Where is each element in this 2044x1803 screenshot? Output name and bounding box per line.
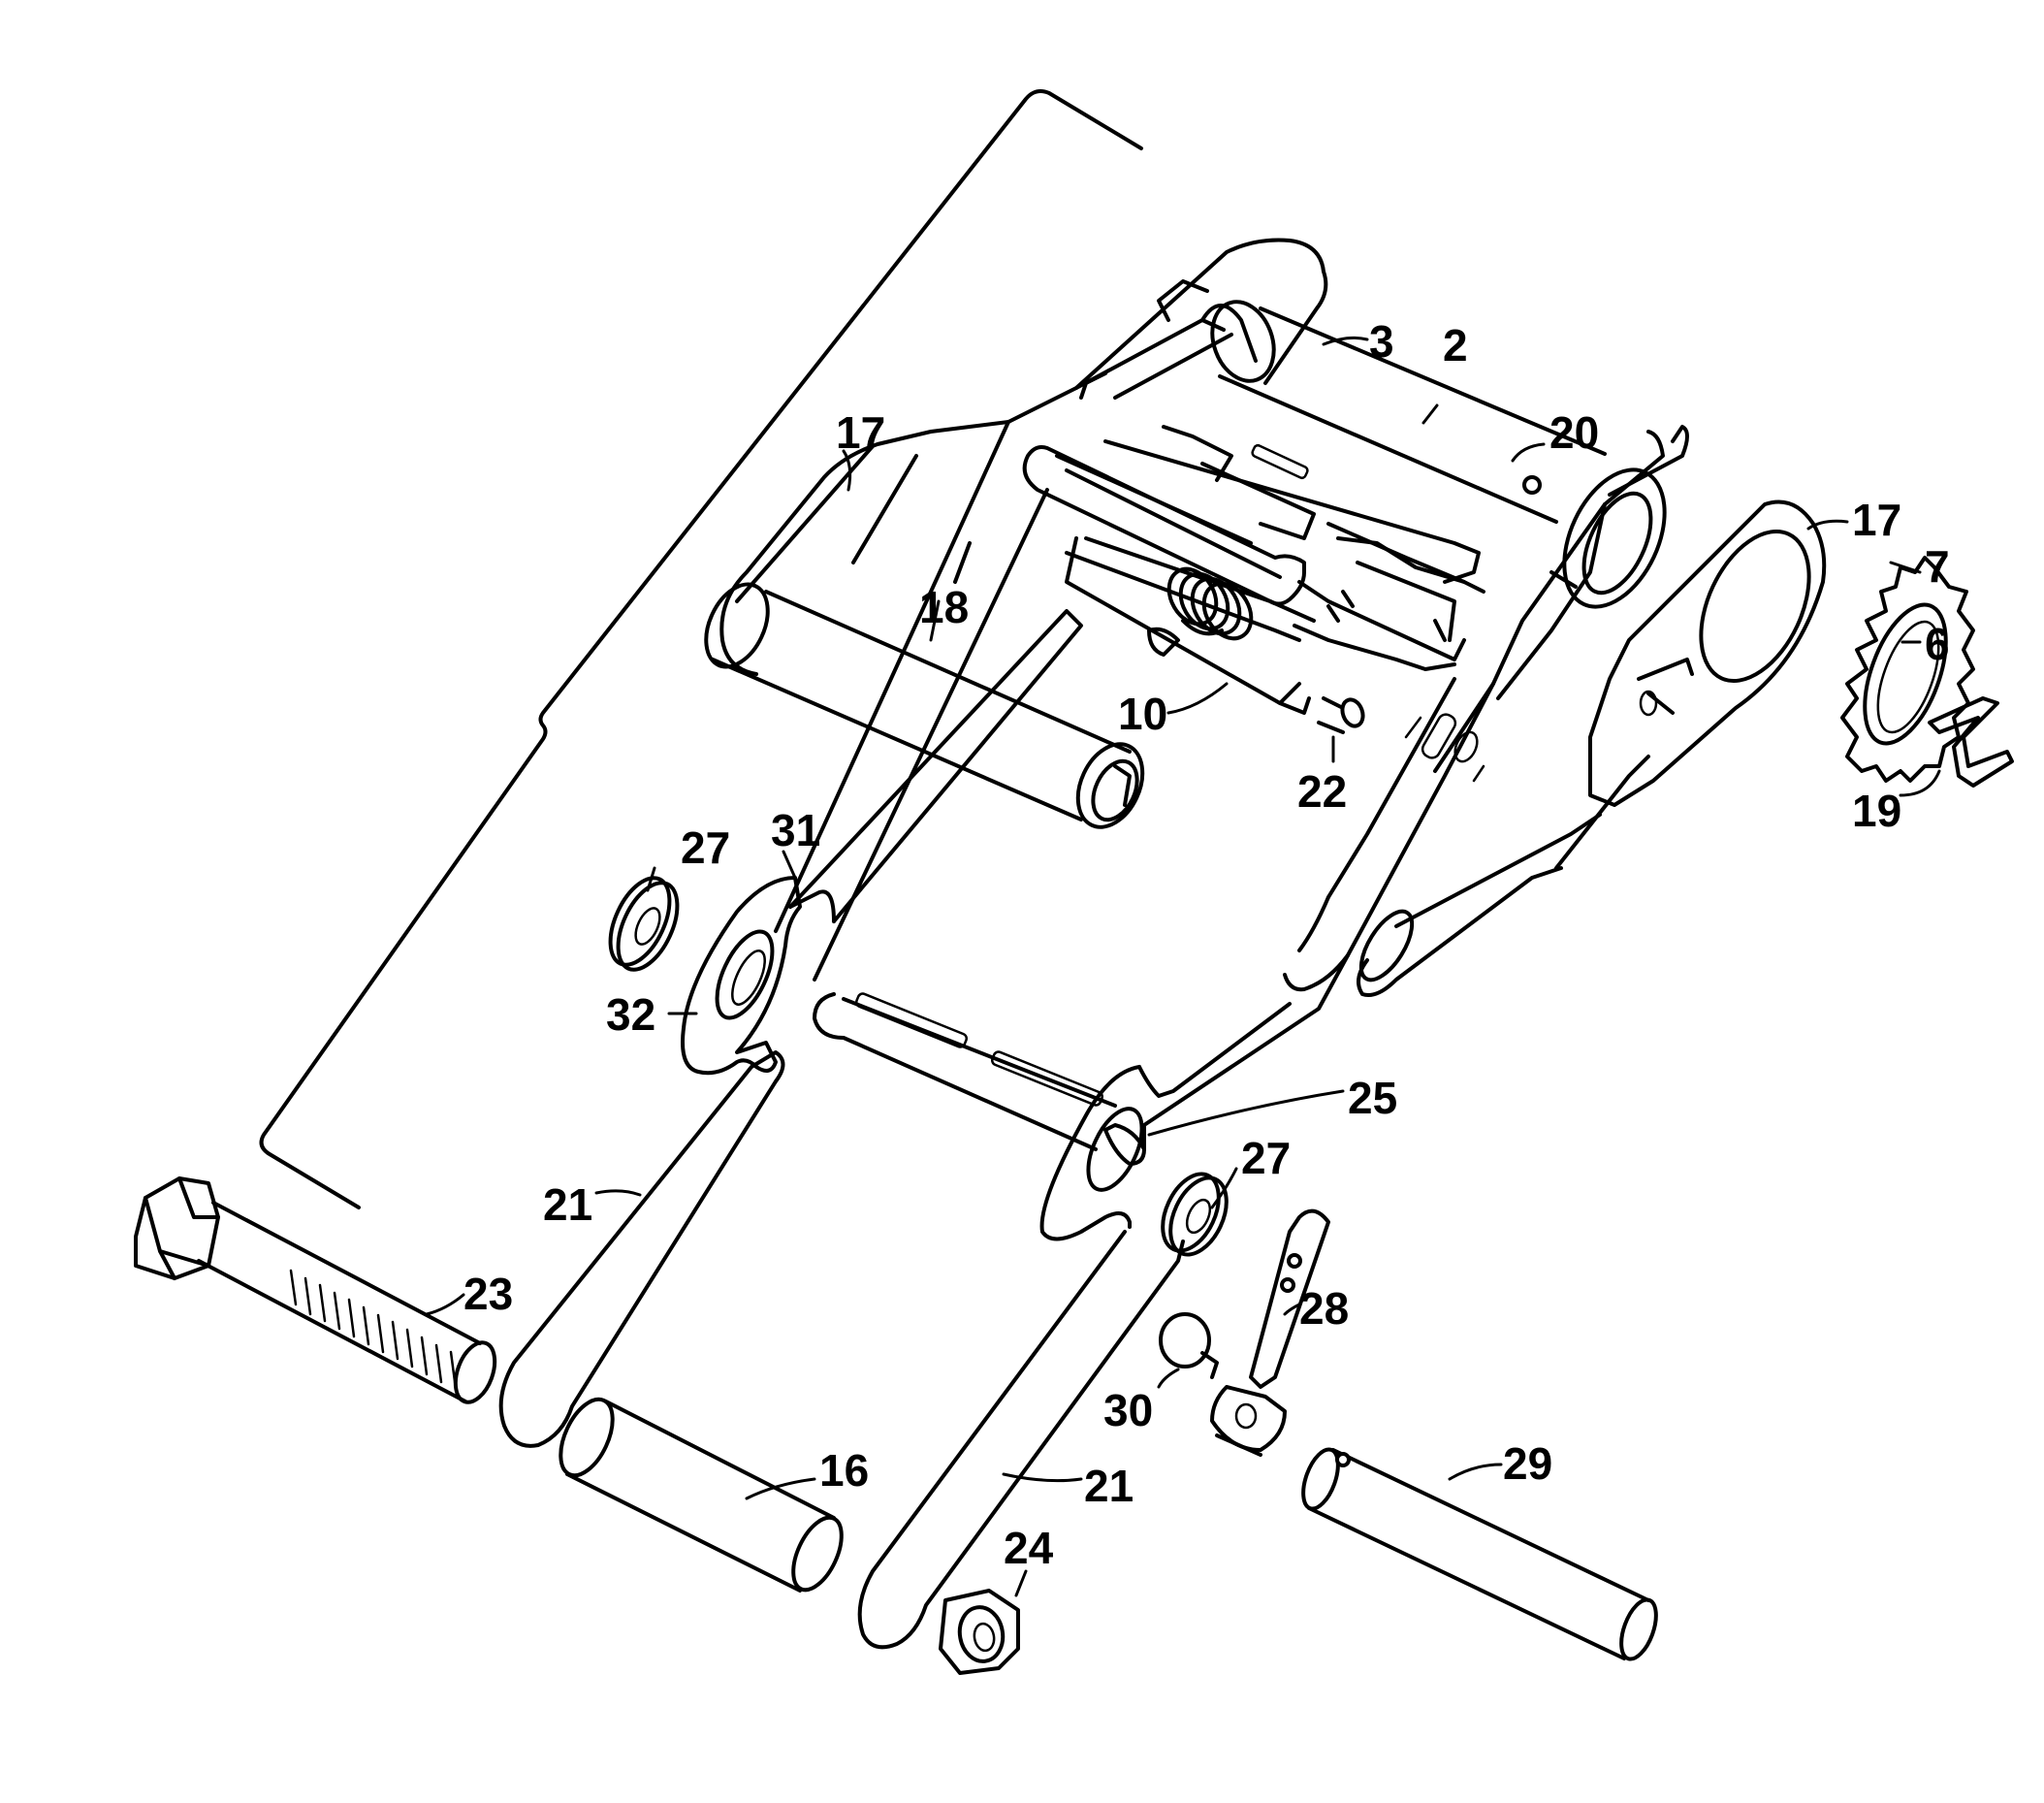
- label-10: 10: [1118, 689, 1167, 739]
- label-23: 23: [463, 1269, 513, 1319]
- side-plate-17: [1588, 499, 1827, 807]
- label-18: 18: [919, 582, 969, 632]
- nut-24: [939, 1589, 1020, 1675]
- leader-lines: [425, 336, 1941, 1597]
- rod-29: [1301, 1447, 1658, 1661]
- label-7: 7: [1925, 541, 1950, 592]
- plate-bearing: [1549, 467, 1667, 609]
- label-19: 19: [1852, 786, 1901, 836]
- cap-30: [1159, 1312, 1219, 1379]
- ratchet-gear: [1840, 556, 1975, 783]
- label-2: 2: [1443, 320, 1468, 370]
- pin-16: [559, 1397, 844, 1593]
- bar-18: [704, 582, 1145, 829]
- link-28: [1210, 1208, 1330, 1457]
- label-17-right: 17: [1852, 495, 1901, 545]
- label-24: 24: [1004, 1523, 1054, 1573]
- label-28: 28: [1299, 1283, 1349, 1334]
- label-22: 22: [1297, 766, 1347, 817]
- label-21-right: 21: [1084, 1461, 1134, 1511]
- label-30: 30: [1103, 1385, 1153, 1435]
- nut-27-bottom: [1161, 1172, 1229, 1257]
- clip-19: [1928, 696, 2014, 788]
- label-25: 25: [1348, 1073, 1397, 1123]
- label-20: 20: [1549, 407, 1599, 458]
- label-32: 32: [606, 989, 655, 1040]
- label-29: 29: [1503, 1438, 1552, 1489]
- bolt-23: [134, 1176, 497, 1404]
- label-3: 3: [1369, 316, 1394, 367]
- label-16: 16: [819, 1445, 869, 1496]
- nut-27-top: [608, 876, 680, 972]
- lever-arm-21-right: [857, 1002, 1292, 1650]
- shaft-25: [813, 992, 1146, 1166]
- end-plate-31-32: [681, 876, 802, 1076]
- label-21-left: 21: [543, 1179, 592, 1230]
- label-27-top: 27: [681, 822, 730, 873]
- lever-arm-21-left: [498, 609, 1083, 1448]
- label-31: 31: [771, 805, 820, 855]
- pawl-mechanism: [1022, 425, 1485, 671]
- assembly-bracket: [259, 89, 1143, 1209]
- bolt-thread: [289, 1269, 458, 1391]
- frame: [719, 238, 1689, 1151]
- drum-3: [1210, 300, 1607, 524]
- reference-numerals: 3 2 20 17 17 7 6 18 10 22 19 27 31 32 25…: [463, 316, 1950, 1573]
- spring-and-rod-10: [1065, 536, 1365, 734]
- label-6: 6: [1925, 619, 1950, 669]
- label-27-bottom: 27: [1241, 1133, 1291, 1183]
- spring-coil: [1166, 566, 1254, 641]
- label-17-left: 17: [836, 407, 885, 458]
